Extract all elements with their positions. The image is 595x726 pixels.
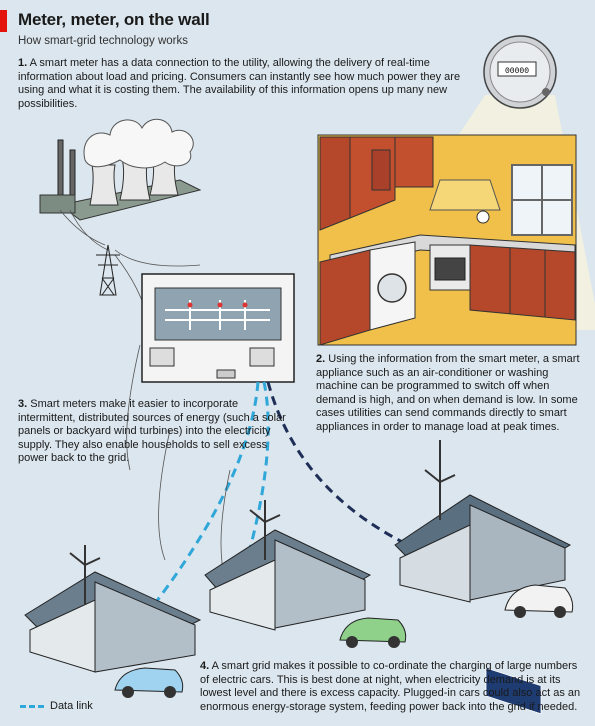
caption-4: 4. A smart grid makes it possible to co-…	[200, 660, 585, 714]
caption-2-text: Using the information from the smart met…	[316, 353, 580, 433]
caption-3-number: 3.	[18, 398, 28, 410]
caption-3: 3. Smart meters make it easier to incorp…	[18, 398, 286, 466]
car-white	[504, 584, 574, 618]
caption-1-number: 1.	[18, 57, 28, 69]
meter-display-text: 00000	[505, 67, 529, 76]
car-green	[339, 617, 407, 648]
caption-4-text: A smart grid makes it possible to co-ord…	[200, 660, 581, 713]
legend: Data link	[20, 700, 93, 712]
power-station	[39, 118, 202, 221]
car-blue	[114, 667, 184, 698]
utility-control-room	[141, 273, 295, 383]
caption-1-text: A smart meter has a data connection to t…	[18, 57, 461, 110]
page-subtitle: How smart-grid technology works	[18, 35, 189, 47]
smart-meter: 00000	[483, 35, 557, 109]
data-link-legend-label: Data link	[50, 700, 93, 712]
caption-2-number: 2.	[316, 353, 326, 365]
pylon	[96, 244, 120, 296]
caption-1: 1. A smart meter has a data connection t…	[18, 57, 473, 111]
brand-accent-bar	[0, 10, 7, 32]
caption-2: 2. Using the information from the smart …	[316, 353, 584, 435]
data-link-legend-swatch	[20, 704, 44, 708]
caption-4-number: 4.	[200, 660, 210, 672]
page-title: Meter, meter, on the wall	[18, 10, 210, 29]
caption-3-text: Smart meters make it easier to incorpora…	[18, 398, 286, 465]
kitchen-scene	[317, 134, 577, 346]
data-link-lines-dark	[266, 381, 431, 557]
house-middle	[204, 500, 372, 631]
house-right	[394, 440, 572, 715]
house-left	[24, 545, 202, 673]
